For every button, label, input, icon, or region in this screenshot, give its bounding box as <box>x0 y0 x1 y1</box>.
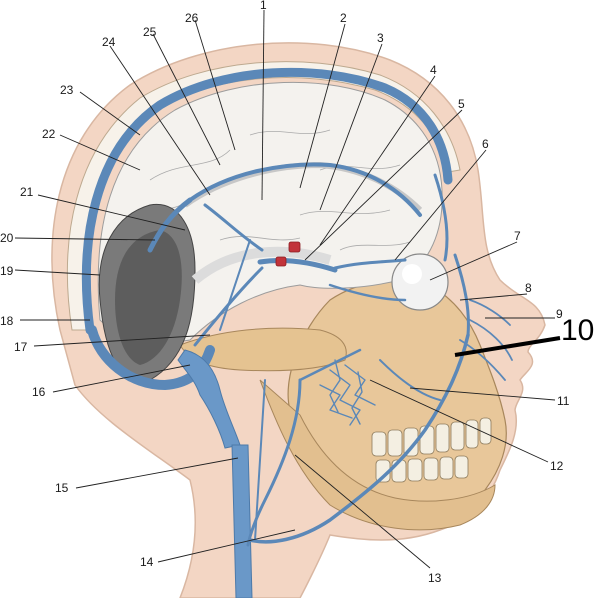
label-25: 25 <box>143 25 157 39</box>
label-18: 18 <box>0 314 14 328</box>
label-4: 4 <box>430 63 437 77</box>
angular-vein <box>453 253 470 337</box>
label-3: 3 <box>377 31 384 45</box>
leader-lines <box>14 9 561 569</box>
label-22: 22 <box>42 127 56 141</box>
mandible <box>259 379 496 531</box>
label-19: 19 <box>0 264 14 278</box>
sigmoid-sinus <box>177 349 241 449</box>
label-15: 15 <box>55 481 69 495</box>
label-24: 24 <box>102 35 116 49</box>
internal-jugular-vein <box>231 444 253 598</box>
cavernous-sinus <box>257 257 338 273</box>
external-jugular-vein <box>254 379 266 541</box>
label-16: 16 <box>32 385 46 399</box>
supraorbital-vein <box>433 173 449 262</box>
label-23: 23 <box>60 83 74 97</box>
basal-vein <box>219 239 251 331</box>
straight-sinus <box>147 197 193 253</box>
label-26: 26 <box>185 11 199 25</box>
label-21: 21 <box>20 185 34 199</box>
label-17: 17 <box>14 340 28 354</box>
maxillary-vein <box>298 348 362 382</box>
label-5: 5 <box>458 97 465 111</box>
label-2: 2 <box>340 11 347 25</box>
label-6: 6 <box>482 137 489 151</box>
internal-carotid-artery <box>275 241 301 267</box>
retromandibular-vein <box>246 378 302 547</box>
eyeball-highlight <box>402 264 422 284</box>
superior-sagittal-sinus <box>81 67 453 335</box>
label-10: 10 <box>561 314 594 347</box>
inferior-ophthalmic-vein <box>328 283 407 302</box>
label-8: 8 <box>525 281 532 295</box>
label-7: 7 <box>514 229 521 243</box>
pterygoid-plexus <box>319 359 376 426</box>
label-20: 20 <box>0 231 14 245</box>
facial-vein <box>248 333 470 544</box>
deep-facial-vein <box>379 359 441 401</box>
cerebellum-shadow <box>115 230 182 365</box>
teeth <box>371 417 492 483</box>
emissary-veins <box>459 299 513 381</box>
label-9: 9 <box>556 307 563 321</box>
number-labels: 1 2 3 4 5 6 7 8 9 10 11 12 13 14 15 16 1… <box>0 0 594 585</box>
superior-ophthalmic-vein <box>333 258 407 270</box>
label-1: 1 <box>260 0 267 12</box>
skull-base <box>179 327 347 372</box>
label-11: 11 <box>557 394 570 408</box>
inferior-sagittal-sinus <box>188 162 422 217</box>
great-cerebral-vein <box>203 203 264 252</box>
tentorium <box>191 246 332 284</box>
eyeball <box>391 253 449 311</box>
label-12: 12 <box>550 459 564 473</box>
label-13: 13 <box>428 571 442 585</box>
label-14: 14 <box>140 555 154 569</box>
